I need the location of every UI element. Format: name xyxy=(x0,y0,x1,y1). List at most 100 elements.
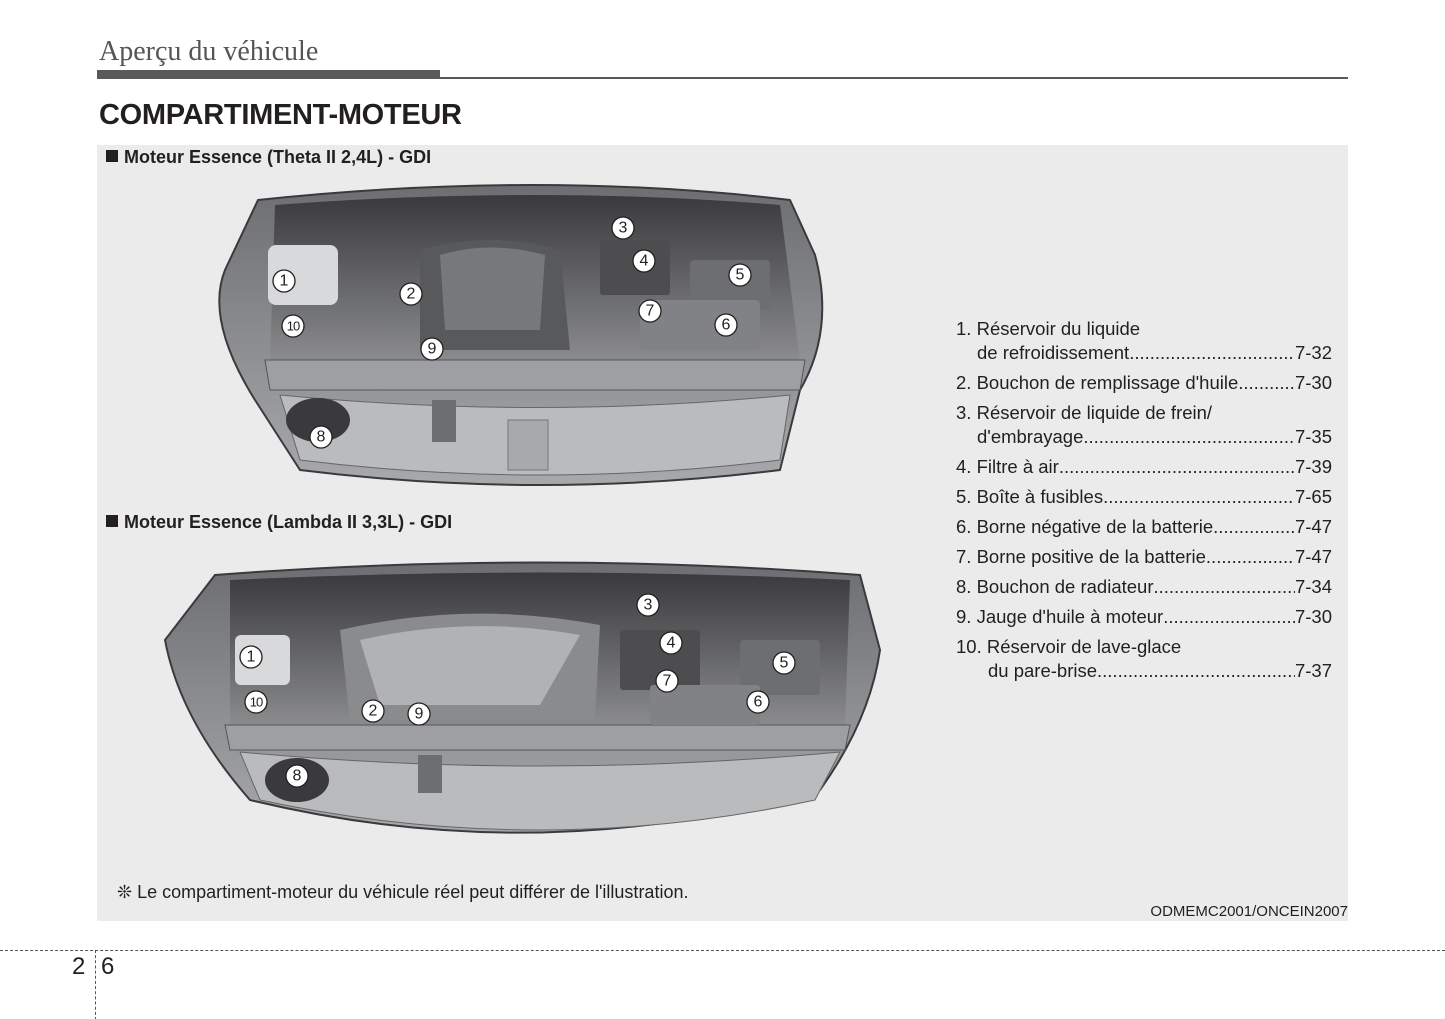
callout-number: 3 xyxy=(619,220,628,237)
legend-label: Bouchon de radiateur xyxy=(976,576,1154,597)
callout-number: 1 xyxy=(247,649,256,666)
section-title: Aperçu du véhicule xyxy=(99,36,319,67)
callout-3: 3 xyxy=(611,216,635,240)
legend-label: Réservoir du liquide xyxy=(976,318,1141,339)
legend-number: 1. xyxy=(956,318,972,339)
legend-item: 2. Bouchon de remplissage d'huile7-30 xyxy=(956,371,1332,395)
callout-number: 2 xyxy=(369,703,378,720)
footer-vertical-divider xyxy=(95,950,96,1019)
leader-dots xyxy=(1163,605,1295,629)
legend-item: 10. Réservoir de lave-glace du pare-bris… xyxy=(956,635,1332,683)
legend-number: 10. xyxy=(956,636,982,657)
legend-item: 5. Boîte à fusibles 7-65 xyxy=(956,485,1332,509)
callout-number: 6 xyxy=(722,317,731,334)
legend-number: 8. xyxy=(956,576,972,597)
callout-2: 2 xyxy=(399,282,423,306)
callout-number: 7 xyxy=(646,303,655,320)
callout-9: 9 xyxy=(420,337,444,361)
legend-page-ref: 7-30 xyxy=(1294,606,1332,627)
callout-10: 10 xyxy=(244,690,268,714)
title-rule xyxy=(440,77,1348,79)
legend-item: 9. Jauge d'huile à moteur 7-30 xyxy=(956,605,1332,629)
legend-page-ref: 7-47 xyxy=(1294,516,1332,537)
callout-number: 9 xyxy=(415,706,424,723)
legend-label-cont: d'embrayage xyxy=(977,426,1084,447)
figure-subtitle-lambda: Moteur Essence (Lambda II 3,3L) - GDI xyxy=(106,512,452,533)
legend-item: 6. Borne négative de la batterie 7-47 xyxy=(956,515,1332,539)
legend-label: Filtre à air xyxy=(976,456,1059,477)
engine-illustration-lambda xyxy=(163,561,882,834)
legend-page-ref: 7-39 xyxy=(1294,456,1332,477)
callout-7: 7 xyxy=(655,669,679,693)
callout-10: 10 xyxy=(281,314,305,338)
leader-dots xyxy=(1103,485,1295,509)
callout-number: 6 xyxy=(754,694,763,711)
callout-number: 10 xyxy=(287,319,300,334)
legend-label: Borne positive de la batterie xyxy=(976,546,1206,567)
callout-number: 9 xyxy=(428,341,437,358)
leader-dots xyxy=(1213,515,1295,539)
footer-divider xyxy=(0,950,1445,951)
leader-dots xyxy=(1059,455,1295,479)
legend-page-ref: 7-34 xyxy=(1294,576,1332,597)
leader-dots xyxy=(1083,425,1295,449)
leader-dots xyxy=(1153,575,1294,599)
callout-number: 5 xyxy=(736,267,745,284)
callout-6: 6 xyxy=(746,690,770,714)
legend-label: Réservoir de liquide de frein/ xyxy=(976,402,1213,423)
callout-8: 8 xyxy=(285,764,309,788)
callout-3: 3 xyxy=(636,593,660,617)
square-bullet-icon xyxy=(106,150,118,162)
leader-dots xyxy=(1206,545,1295,569)
legend-page-ref: 7-32 xyxy=(1294,342,1332,363)
legend-number: 5. xyxy=(956,486,972,507)
legend-number: 2. xyxy=(956,372,972,393)
callout-number: 1 xyxy=(280,273,289,290)
legend-number: 4. xyxy=(956,456,972,477)
legend-label-cont: du pare-brise xyxy=(988,660,1098,681)
legend-number: 9. xyxy=(956,606,972,627)
legend-number: 6. xyxy=(956,516,972,537)
legend-page-ref: 7-65 xyxy=(1294,486,1332,507)
subtitle-text: Moteur Essence (Theta II 2,4L) - GDI xyxy=(124,147,432,167)
chapter-number: 2 xyxy=(72,953,86,980)
subtitle-text: Moteur Essence (Lambda II 3,3L) - GDI xyxy=(124,512,453,532)
callout-7: 7 xyxy=(638,299,662,323)
callout-1: 1 xyxy=(239,645,263,669)
callout-number: 4 xyxy=(640,253,649,270)
legend-number: 7. xyxy=(956,546,972,567)
callout-number: 8 xyxy=(293,768,302,785)
legend-page-ref: 7-47 xyxy=(1294,546,1332,567)
legend-item: 8. Bouchon de radiateur 7-34 xyxy=(956,575,1332,599)
page-number: 6 xyxy=(101,953,115,980)
callout-2: 2 xyxy=(361,699,385,723)
callout-4: 4 xyxy=(659,631,683,655)
figure-subtitle-theta: Moteur Essence (Theta II 2,4L) - GDI xyxy=(106,147,431,168)
legend-item: 1. Réservoir du liquide de refroidisseme… xyxy=(956,317,1332,365)
image-code: ODMEMC2001/ONCEIN2007 xyxy=(1150,903,1348,920)
leader-dots xyxy=(1238,371,1295,395)
callout-1: 1 xyxy=(272,269,296,293)
callout-4: 4 xyxy=(632,249,656,273)
callout-number: 10 xyxy=(250,695,263,710)
legend-label-cont: de refroidissement xyxy=(977,342,1130,363)
callout-number: 4 xyxy=(667,635,676,652)
illustration-note: ❊ Le compartiment-moteur du véhicule rée… xyxy=(117,882,689,902)
legend-label: Borne négative de la batterie xyxy=(976,516,1214,537)
legend-item: 7. Borne positive de la batterie 7-47 xyxy=(956,545,1332,569)
legend-label: Boîte à fusibles xyxy=(976,486,1104,507)
callout-5: 5 xyxy=(772,651,796,675)
page-heading: COMPARTIMENT-MOTEUR xyxy=(99,99,462,131)
leader-dots xyxy=(1097,659,1295,683)
legend-item: 3. Réservoir de liquide de frein/ d'embr… xyxy=(956,401,1332,449)
callout-8: 8 xyxy=(309,425,333,449)
legend-item: 4. Filtre à air 7-39 xyxy=(956,455,1332,479)
callout-9: 9 xyxy=(407,702,431,726)
callout-6: 6 xyxy=(714,313,738,337)
title-bar xyxy=(97,70,440,79)
leader-dots xyxy=(1129,341,1295,365)
engine-illustration-theta xyxy=(218,184,824,486)
legend-page-ref: 7-35 xyxy=(1294,426,1332,447)
